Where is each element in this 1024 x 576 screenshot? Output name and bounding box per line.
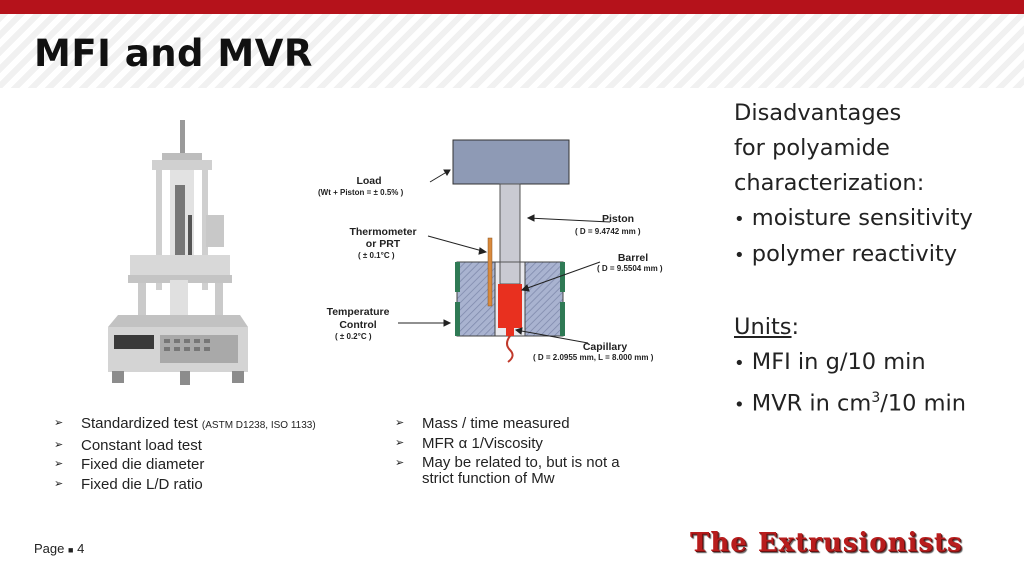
list-item: ➢Constant load test <box>54 436 202 454</box>
label-barrel-note: ( D = 9.5504 mm ) <box>597 264 663 273</box>
disadvantage-bullet-2: • polymer reactivity <box>734 241 958 267</box>
disadvantages-line3: characterization: <box>734 170 925 196</box>
unit-mfi: • MFI in g/10 min <box>734 349 926 375</box>
arrow-bullet-icon: ➢ <box>54 458 64 471</box>
list-item: ➢Mass / time measured <box>395 415 570 432</box>
label-piston-note: ( D = 9.4742 mm ) <box>575 227 641 236</box>
label-thermometer-note: ( ± 0.1°C ) <box>358 251 395 260</box>
list-item: ➢MFR α 1/Viscosity <box>395 434 543 452</box>
label-temperature: Temperature <box>326 306 390 318</box>
melt <box>498 284 522 328</box>
arrow-bullet-icon: ➢ <box>395 436 405 449</box>
label-thermometer: Thermometer <box>349 226 417 238</box>
arrow-bullet-icon: ➢ <box>395 457 405 470</box>
disadvantages-block: Disadvantages for polyamide characteriza… <box>734 96 973 273</box>
units-heading: Units: <box>734 314 800 340</box>
melt-flow-instrument-image <box>108 120 248 385</box>
label-temp-note: ( ± 0.2°C ) <box>335 332 372 341</box>
disadvantage-bullet-1: • moisture sensitivity <box>734 205 973 231</box>
label-control: Control <box>339 319 377 331</box>
load-block <box>452 139 570 185</box>
list-item: ➢Fixed die diameter <box>54 456 205 474</box>
mfi-apparatus-diagram <box>398 139 611 363</box>
top-accent-bar <box>0 0 1024 14</box>
label-capillary-note: ( D = 2.0955 mm, L = 8.000 mm ) <box>533 353 654 362</box>
label-barrel: Barrel <box>617 252 649 264</box>
label-capillary: Capillary <box>582 341 628 353</box>
list-item: ➢Standardized test (ASTM D1238, ISO 1133… <box>54 415 316 432</box>
page-number: Page ■ 4 <box>34 541 85 556</box>
label-load-note: (Wt + Piston = ± 0.5% ) <box>318 188 404 197</box>
header-stripes <box>0 14 1024 88</box>
arrow-bullet-icon: ➢ <box>395 417 405 429</box>
list-item: ➢Fixed die L/D ratio <box>54 475 203 493</box>
label-piston: Piston <box>601 213 635 225</box>
disadvantages-line2: for polyamide <box>734 135 890 161</box>
slide-title: MFI and MVR <box>34 32 313 75</box>
label-or-prt: or PRT <box>365 238 401 250</box>
arrow-bullet-icon: ➢ <box>54 477 64 490</box>
label-load: Load <box>356 175 382 187</box>
units-block: Units: • MFI in g/10 min • MVR in cm3/10… <box>734 310 966 423</box>
left-bullet-list: ➢Standardized test (ASTM D1238, ISO 1133… <box>54 414 316 494</box>
thermometer <box>487 237 493 307</box>
arrow-bullet-icon: ➢ <box>54 417 64 429</box>
arrow-bullet-icon: ➢ <box>54 438 64 451</box>
brand-logo: The Extrusionists <box>690 528 963 558</box>
unit-mvr: • MVR in cm3/10 min <box>734 390 967 417</box>
middle-bullet-list: ➢Mass / time measured ➢MFR α 1/Viscosity… <box>395 414 620 487</box>
disadvantages-line1: Disadvantages <box>734 100 902 126</box>
